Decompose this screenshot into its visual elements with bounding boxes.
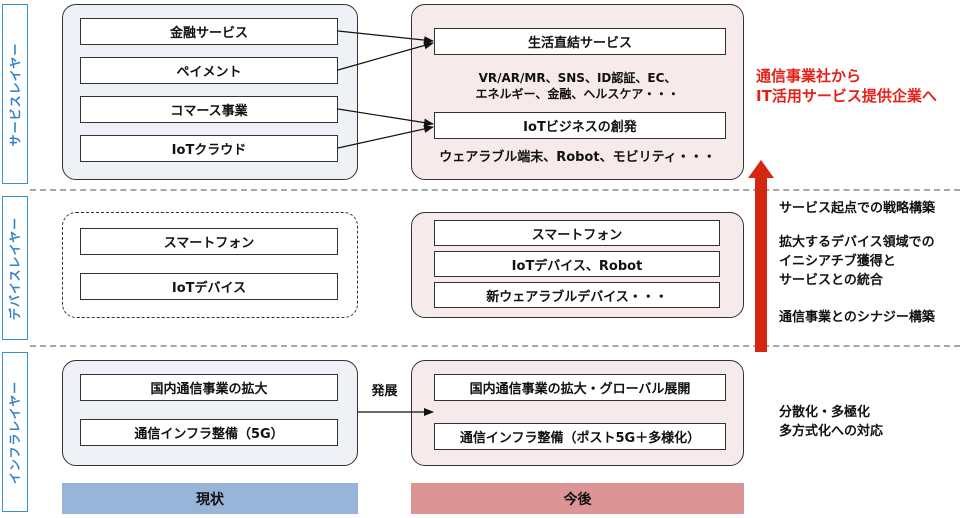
future-footer-bar: 今後 [411,483,744,514]
future-infra-item-post5g: 通信インフラ整備（ポスト5G＋多様化） [434,423,726,450]
note-device-line1: 拡大するデバイス領域での [779,235,935,250]
note-device-line2: イニシアチブ獲得と [779,254,896,269]
future-service-lifestyle-box: 生活直結サービス [434,28,726,55]
note-infra-line1: 分散化・多極化 [779,405,871,420]
callout-line2: IT活用サービス提供企業へ [756,87,937,105]
current-infra-item-domestic: 国内通信事業の拡大 [80,374,338,401]
future-service-note1-line1: VR/AR/MR、SNS、ID認証、EC、 [478,71,677,85]
future-device-item-smartphone: スマートフォン [434,220,720,246]
current-service-item-payment: ペイメント [80,57,338,84]
layer-divider-upper [30,189,960,191]
future-infra-item-global: 国内通信事業の拡大・グローバル展開 [434,374,726,401]
layer-label-device: デバイスレイヤー [2,196,28,340]
current-infra-item-5g: 通信インフラ整備（5G） [80,419,338,446]
arrow-payment-to-lifestyle [337,41,434,71]
current-service-item-iot-cloud: IoTクラウド [80,135,338,162]
future-service-iot-business-box: IoTビジネスの創発 [434,112,726,139]
future-service-lifestyle-note: VR/AR/MR、SNS、ID認証、EC、 エネルギー、金融、ヘルスケア・・・ [411,70,744,102]
arrow-commerce-to-iot-business [337,108,434,127]
note-strategy: サービス起点での戦略構築 [779,201,936,216]
current-device-item-smartphone: スマートフォン [80,228,338,255]
future-device-item-iot-robot: IoTデバイス、Robot [434,251,720,277]
arrow-finance-to-lifestyle [337,30,434,45]
current-footer-bar: 現状 [62,483,358,514]
note-infra: 分散化・多極化 多方式化への対応 [779,403,883,441]
layer-divider-lower [30,345,960,347]
note-device-initiative: 拡大するデバイス領域での イニシアチブ獲得と サービスとの統合 [779,233,935,290]
current-service-item-commerce: コマース事業 [80,96,338,123]
current-service-item-finance: 金融サービス [80,18,338,45]
future-service-note1-line2: エネルギー、金融、ヘルスケア・・・ [475,87,680,101]
layer-label-infra: インフラレイヤー [2,352,28,512]
note-synergy: 通信事業とのシナジー構築 [779,310,935,325]
callout-line1: 通信事業社から [756,67,862,85]
future-device-item-wearable: 新ウェアラブルデバイス・・・ [434,282,720,308]
future-service-iot-note: ウェアラブル端末、Robot、モビリティ・・・ [439,150,716,165]
transformation-callout: 通信事業社から IT活用サービス提供企業へ [756,66,937,106]
current-device-item-iot: IoTデバイス [80,273,338,300]
arrow-iot-cloud-to-iot-business [337,125,434,149]
development-label: 発展 [371,384,398,399]
up-arrow [748,160,774,352]
layer-label-service: サービスレイヤー [2,4,28,184]
note-infra-line2: 多方式化への対応 [779,424,884,439]
note-device-line3: サービスとの統合 [779,273,883,288]
